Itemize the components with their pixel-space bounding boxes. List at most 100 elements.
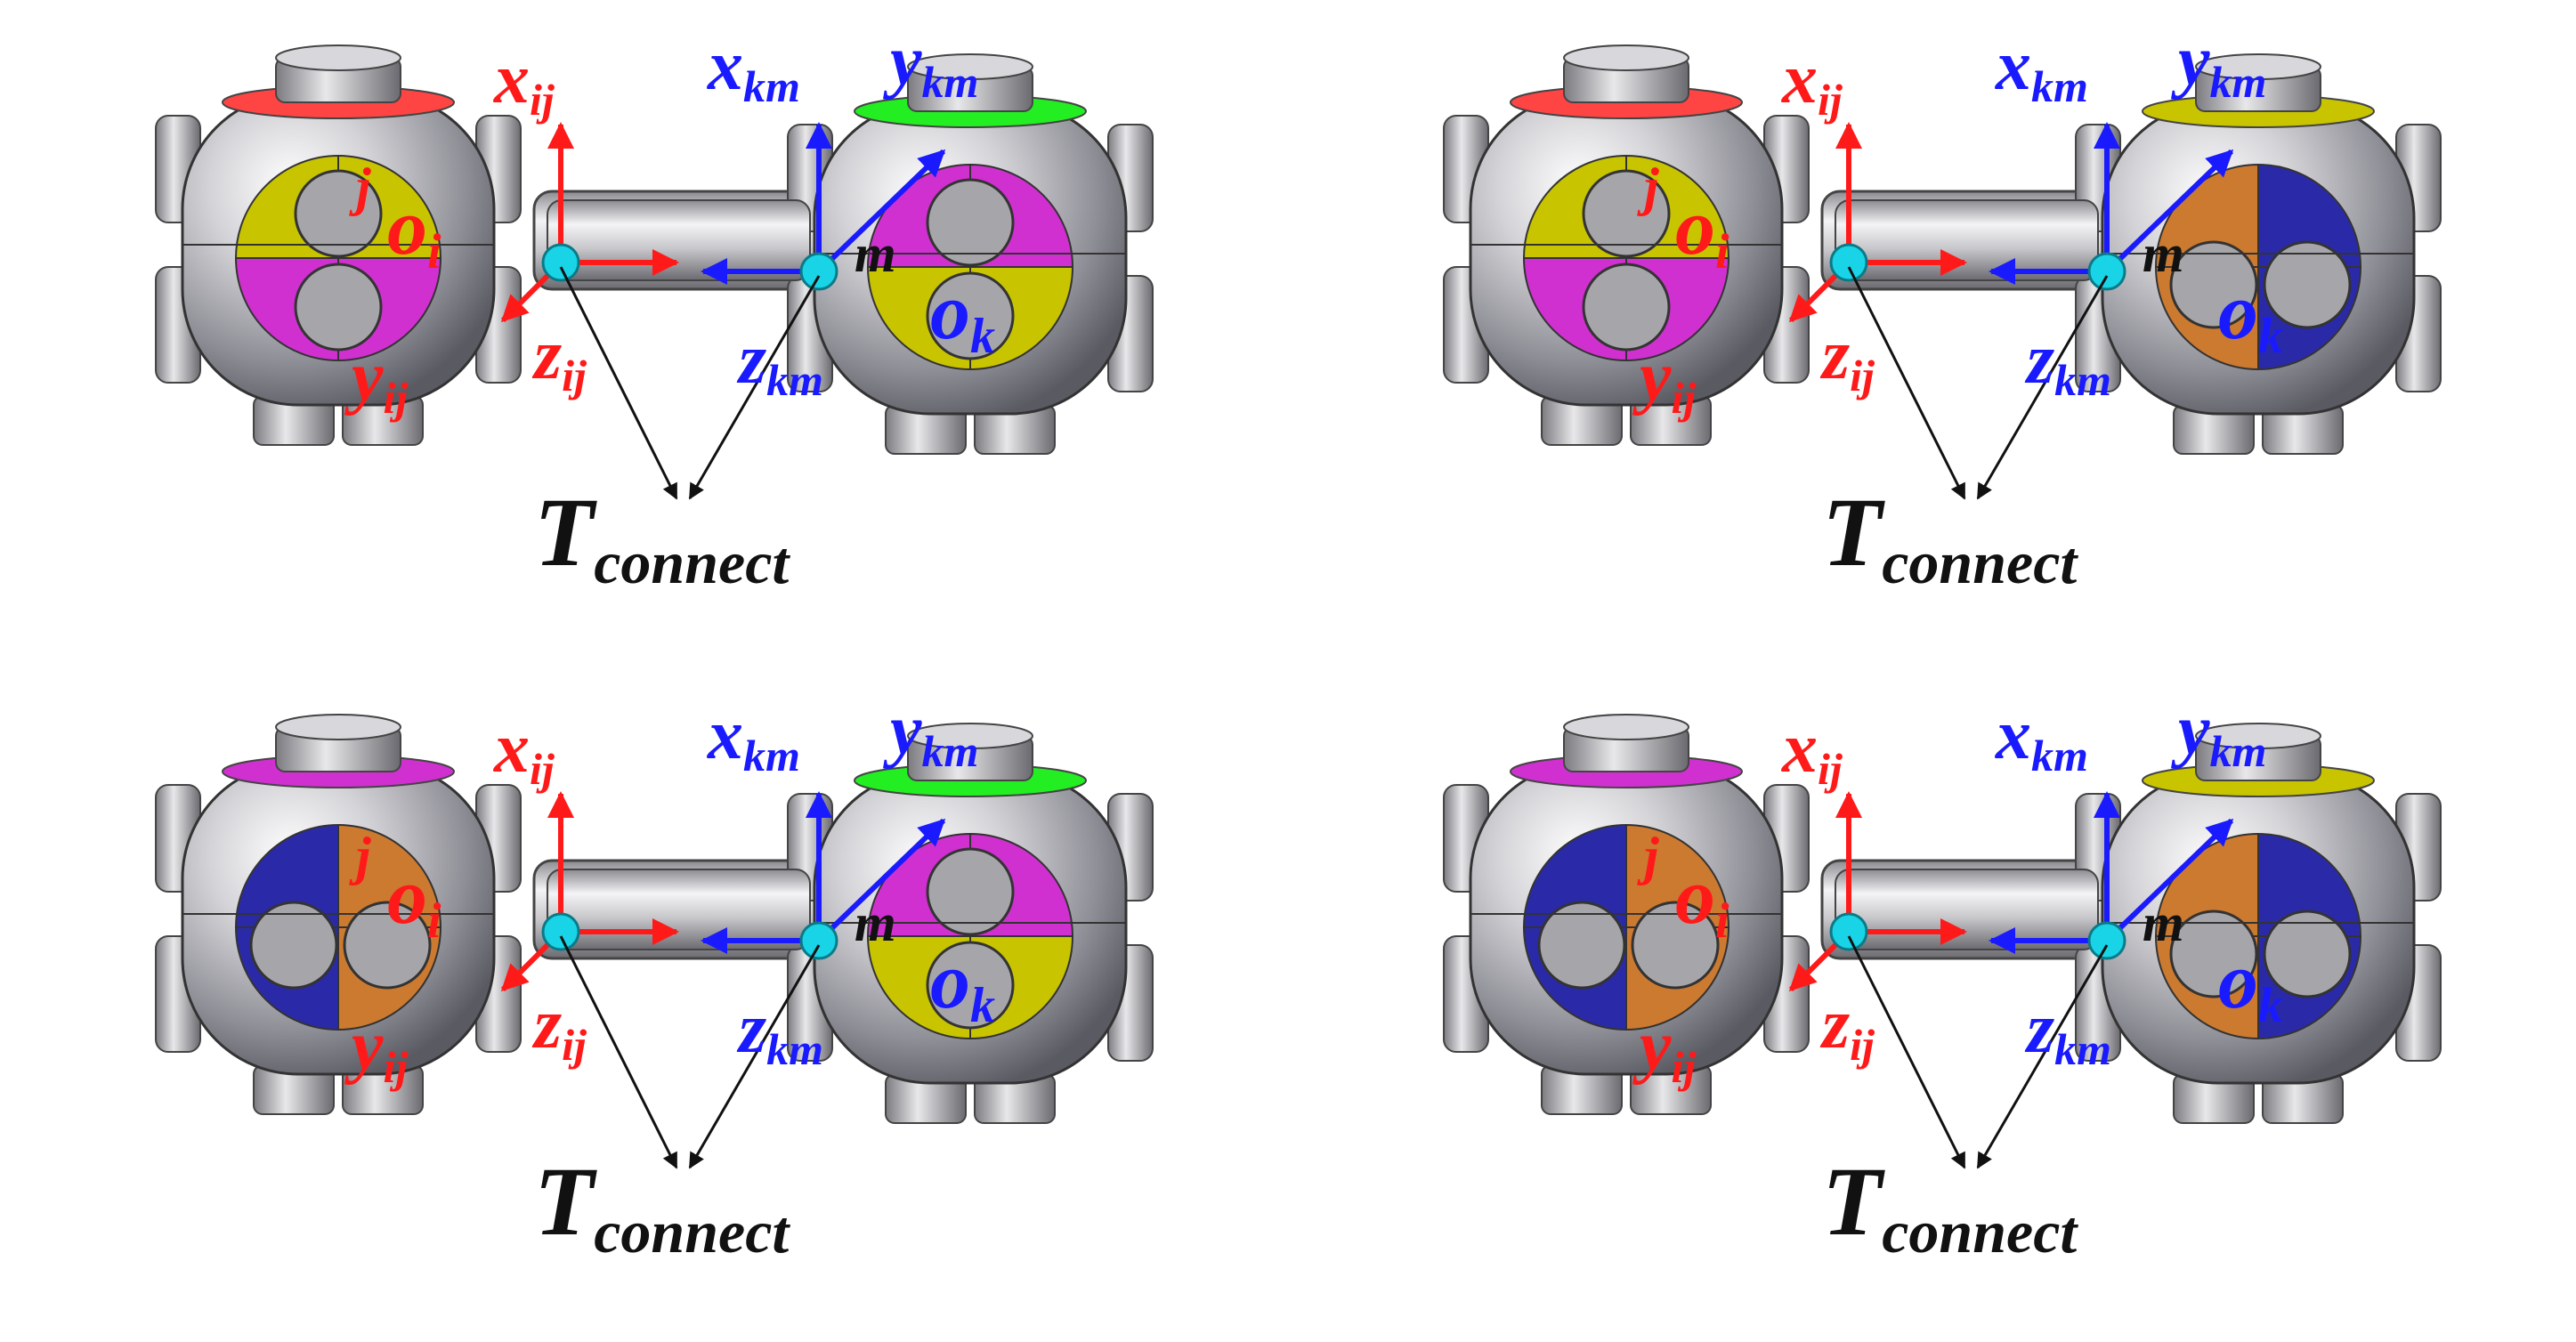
label-m-main: m (2143, 893, 2184, 952)
module-i (1443, 714, 1810, 1115)
module-i-top-cap-face (275, 714, 401, 740)
module-i-pin-left (1537, 901, 1626, 990)
label-t-connect-sub: connect (1882, 529, 2078, 596)
module-i-pin-top (294, 169, 383, 258)
label-t-connect: Tconnect (1822, 1147, 2078, 1265)
label-x-ij-sub: ij (530, 744, 555, 794)
label-o-i-main: o (1675, 853, 1715, 941)
label-t-connect-main: T (1822, 1147, 1885, 1256)
joint-km (2087, 252, 2126, 291)
pointer-t-ij (559, 266, 678, 500)
connector-tube-front (547, 199, 811, 281)
module-i (155, 714, 522, 1115)
module-k (787, 53, 1154, 455)
label-m-main: m (2143, 224, 2184, 283)
module-k-pin-top (926, 178, 1015, 267)
label-x-ij: xij (493, 40, 555, 125)
label-z-ij-main: z (1819, 985, 1850, 1063)
label-y-km-main: y (882, 22, 922, 101)
label-x-ij: xij (493, 709, 555, 794)
label-y-km: ykm (2170, 22, 2266, 107)
label-m: m (2143, 224, 2184, 283)
label-z-ij: zij (531, 316, 587, 400)
label-y-ij-sub: ij (384, 1042, 409, 1092)
axis-y-km (2104, 149, 2234, 274)
module-i-face-quadrant-1 (1625, 823, 1730, 928)
label-y-km: ykm (882, 22, 978, 107)
pointer-t-ij (559, 935, 678, 1169)
label-x-ij-sub: ij (1818, 75, 1843, 125)
label-o-k-sub: k (970, 309, 995, 364)
label-x-ij-sub: ij (1818, 744, 1843, 794)
label-o-k-main: o (930, 268, 970, 356)
label-x-km: xkm (1995, 696, 2088, 780)
label-y-km: ykm (882, 691, 978, 776)
label-x-km-sub: km (2031, 61, 2088, 111)
label-y-km-main: y (882, 691, 922, 770)
label-o-k: ok (930, 268, 995, 364)
connector-tube-front (1835, 199, 2099, 281)
label-z-km: zkm (736, 990, 823, 1074)
label-z-km-main: z (736, 320, 766, 399)
joint-ij (1829, 912, 1868, 951)
label-x-km-main: x (707, 696, 743, 774)
label-o-i-sub: i (427, 224, 441, 279)
label-o-k-main: o (2218, 937, 2258, 1025)
module-i-pin-right (343, 901, 432, 990)
label-z-ij-sub: ij (1850, 1020, 1875, 1070)
module-i-pin-left (249, 901, 338, 990)
label-o-k-sub: k (2258, 309, 2283, 364)
label-x-km: xkm (707, 27, 800, 111)
connector-tube-front (547, 869, 811, 950)
label-t-connect: Tconnect (534, 1147, 790, 1265)
label-o-k: ok (930, 937, 995, 1033)
pointer-t-km (1976, 275, 2109, 500)
module-i (155, 44, 522, 446)
label-o-i-main: o (1675, 183, 1715, 271)
label-z-ij: zij (1819, 316, 1875, 400)
joint-km (2087, 921, 2126, 960)
label-y-km-main: y (2170, 691, 2210, 770)
label-t-connect-main: T (1822, 478, 1885, 586)
label-o-i-sub: i (1715, 224, 1729, 279)
module-k-pin-left (2169, 909, 2258, 998)
module-k-pin-bottom (926, 941, 1015, 1030)
module-k (787, 723, 1154, 1124)
label-o-i-main: o (387, 183, 427, 271)
label-o-i-sub: i (427, 893, 441, 949)
module-i-pin-bottom (1582, 263, 1671, 352)
label-t-connect-sub: connect (594, 1198, 790, 1265)
label-o-k-main: o (2218, 268, 2258, 356)
module-k-face-quadrant-1 (2257, 163, 2362, 268)
module-k-pin-bottom (926, 271, 1015, 360)
label-o-k-main: o (930, 937, 970, 1025)
joint-ij (1829, 243, 1868, 282)
label-t-connect-sub: connect (1882, 1198, 2078, 1265)
label-x-ij: xij (1781, 709, 1843, 794)
label-z-ij: zij (531, 985, 587, 1070)
label-z-km: zkm (736, 320, 823, 405)
pointer-t-ij (1847, 266, 1966, 500)
label-m-main: m (855, 893, 896, 952)
label-z-km-main: z (2024, 320, 2054, 399)
label-m: m (2143, 893, 2184, 952)
label-t-connect-main: T (534, 1147, 597, 1256)
label-z-km-sub: km (766, 355, 823, 405)
label-o-k: ok (2218, 268, 2283, 364)
module-i-face-quadrant-0 (234, 823, 339, 928)
pointer-t-ij (1847, 935, 1966, 1169)
module-k (2075, 53, 2442, 455)
label-x-km-sub: km (2031, 731, 2088, 780)
label-x-ij-sub: ij (530, 75, 555, 125)
label-z-km-sub: km (766, 1024, 823, 1074)
module-i-face-quadrant-1 (337, 823, 442, 928)
module-i-top-cap-face (1563, 44, 1689, 71)
axis-y-km (816, 149, 946, 274)
label-z-ij-sub: ij (562, 351, 587, 400)
label-z-ij: zij (1819, 985, 1875, 1070)
label-o-i-main: o (387, 853, 427, 941)
label-x-km: xkm (1995, 27, 2088, 111)
